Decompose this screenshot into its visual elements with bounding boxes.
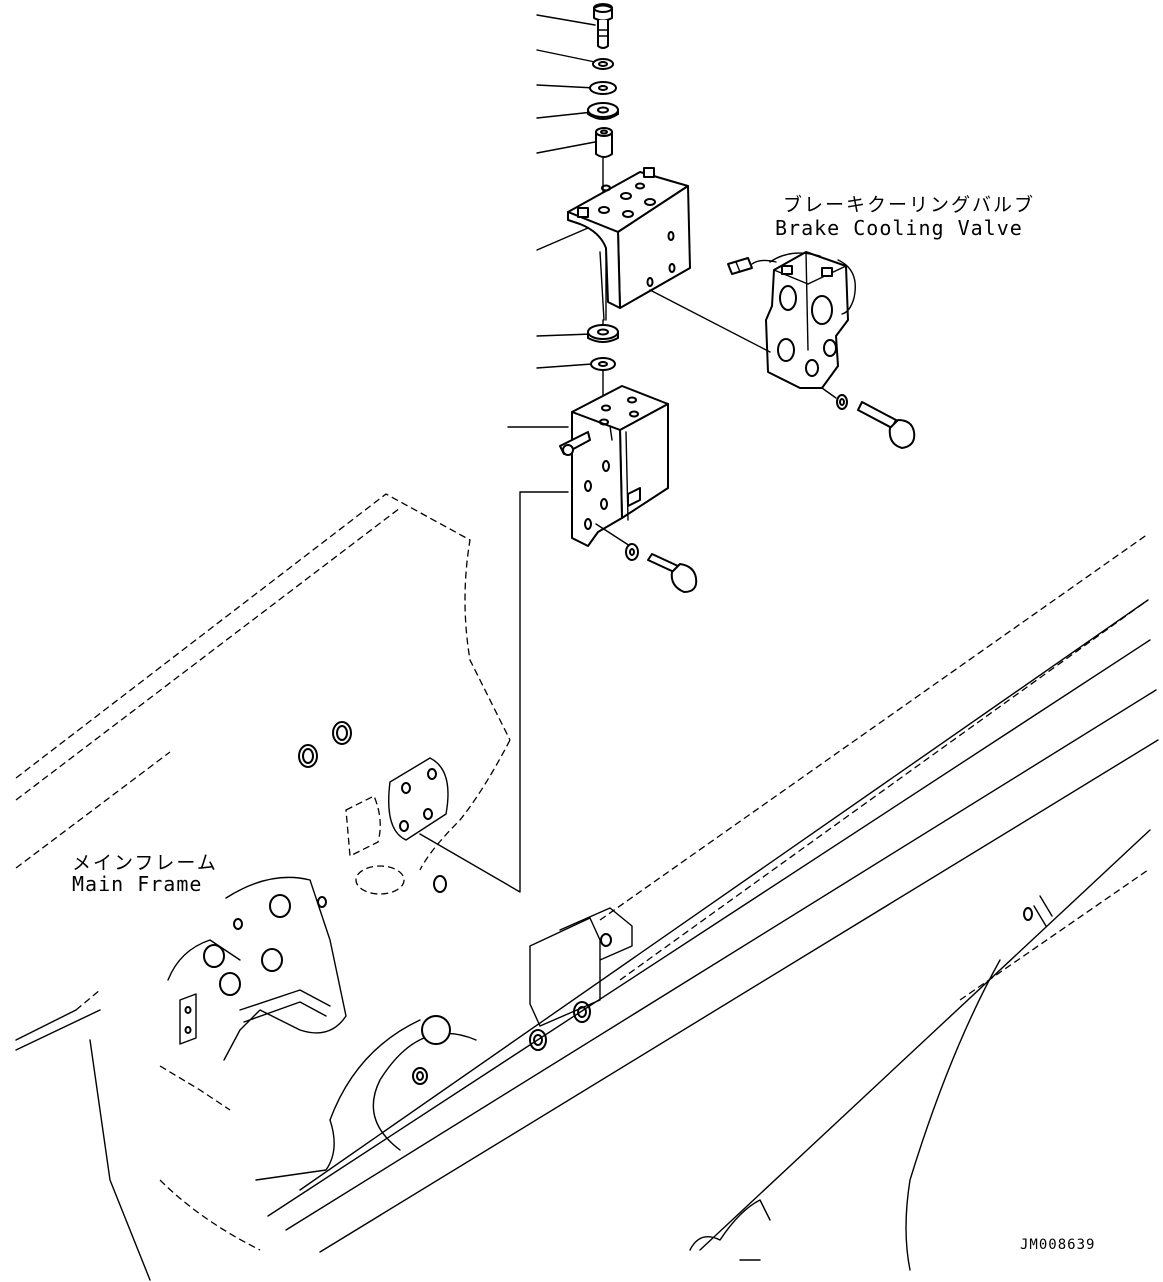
thick-washer xyxy=(587,102,619,120)
drawing-code: JM008639 xyxy=(1020,1237,1096,1253)
frame-label-en: Main Frame xyxy=(72,872,203,896)
valve-washer xyxy=(836,394,848,410)
rubber-mount xyxy=(587,324,619,343)
main-frame xyxy=(15,493,1159,1281)
valve-bracket xyxy=(567,167,691,321)
lower-bracket xyxy=(559,385,669,547)
leader-lines xyxy=(507,14,596,428)
spring-washer xyxy=(592,58,614,70)
brake-cooling-valve xyxy=(727,251,856,389)
bolt-top xyxy=(593,3,613,49)
lower-bolt xyxy=(647,553,698,593)
flat-washer-2 xyxy=(590,357,616,371)
flat-washer-1 xyxy=(589,81,617,95)
collar xyxy=(595,127,613,158)
valve-label-jp: ブレーキクーリングバルブ xyxy=(783,194,1036,216)
valve-label-en: Brake Cooling Valve xyxy=(775,216,1023,240)
frame-label-jp: メインフレーム xyxy=(72,852,218,874)
valve-bolt xyxy=(857,401,916,449)
lower-washer xyxy=(625,543,639,561)
